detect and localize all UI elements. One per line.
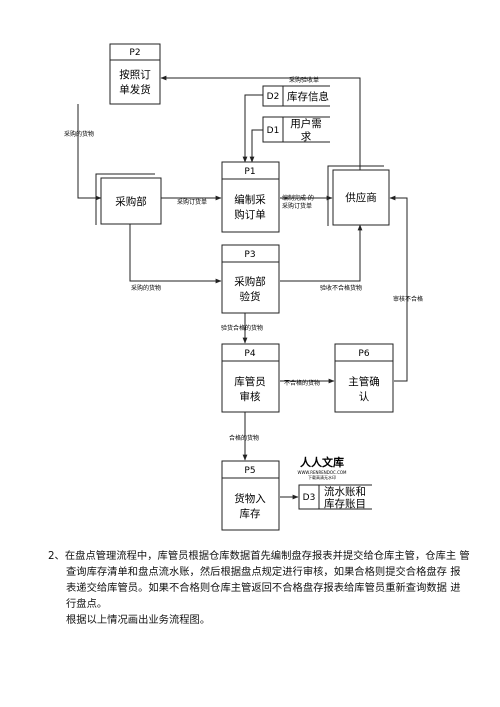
question-paragraph: 2、在盘点管理流程中，库管员根据仓库数据首先编制盘存报表并提交给仓库主管，仓库主… xyxy=(48,548,470,628)
process-p1-label: 编制采 xyxy=(234,193,266,206)
flow-purchasing-to-p3 xyxy=(129,224,222,284)
flow-p2-to-purchasing xyxy=(77,104,102,201)
process-p2-id: P2 xyxy=(129,48,140,58)
watermark-subtitle: WWW.RENRENDOC.COM xyxy=(298,470,348,475)
datastore-d2-id: D2 xyxy=(267,92,280,102)
flow-d2-to-p1 xyxy=(242,94,263,163)
datastore-d3-label: 流水账和 xyxy=(324,485,366,498)
question-instruction: 根据以上情况画出业务流程图。 xyxy=(66,614,211,626)
watermark-title: 人人文库 xyxy=(300,455,344,469)
question-line: 查询库存清单和盘点流水账，然后根据盘点规定进行审核，如果合格则提交合格盘存 报 xyxy=(66,566,461,578)
entity-supplier-label: 供应商 xyxy=(345,191,377,204)
datastore-d1-label: 用户需 xyxy=(290,117,322,130)
flow-label-qualified-goods: 合格的货物 xyxy=(229,434,259,442)
process-p2-label: 单发货 xyxy=(119,83,151,96)
flow-p3-to-supplier xyxy=(280,224,363,282)
process-p5-label: 库存 xyxy=(240,507,261,520)
process-p4: P4 库管员 审核 xyxy=(221,343,280,413)
process-p1-label: 购订单 xyxy=(234,208,266,221)
question-line: 表递交给库管员。如果不合格则仓库主管返回不合格盘存报表给库管员重新查询数据 进 xyxy=(66,582,461,594)
process-p2: P2 按照订 单发货 xyxy=(109,43,161,105)
process-p4-label: 库管员 xyxy=(234,375,266,388)
watermark-subtitle-2: 下载高清无水印 xyxy=(308,474,336,480)
process-p6: P6 主管确 认 xyxy=(334,343,394,413)
question-line: 2、在盘点管理流程中，库管员根据仓库数据首先编制盘存报表并提交给仓库主管，仓库主… xyxy=(48,550,470,562)
process-p2-label: 按照订 xyxy=(119,68,151,81)
flow-label-rejected-goods: 验收不合格货物 xyxy=(320,284,362,292)
process-p6-label: 主管确 xyxy=(348,375,380,388)
flow-supplier-to-p2 xyxy=(160,75,361,170)
flow-label-audit-failed: 审核不合格 xyxy=(393,295,423,303)
process-p6-label: 认 xyxy=(359,390,370,403)
watermark-logo: 人人文库 WWW.RENRENDOC.COM 下载高清无水印 xyxy=(298,455,348,480)
process-p5-id: P5 xyxy=(244,466,255,476)
process-p5-label: 货物入 xyxy=(234,492,266,505)
flow-label-completed-order: 编制完成 的 xyxy=(282,194,314,202)
entity-supplier: 供应商 xyxy=(327,165,390,226)
entity-purchasing-label: 采购部 xyxy=(115,195,147,208)
process-p3-label: 验货 xyxy=(240,290,261,303)
datastore-d3-id: D3 xyxy=(303,493,316,503)
process-p4-id: P4 xyxy=(244,349,255,359)
process-p3: P3 采购部 验货 xyxy=(221,244,280,314)
process-p3-label: 采购部 xyxy=(234,275,266,288)
flow-d1-to-p1 xyxy=(249,129,263,163)
flow-p6-to-supplier xyxy=(389,195,408,382)
datastore-d1: D1 用户需 求 xyxy=(262,116,330,143)
flow-label-unqualified-goods: 不合格的货物 xyxy=(284,379,320,387)
datastore-d1-id: D1 xyxy=(267,126,280,136)
flow-label-purchased-goods: 采购的货物 xyxy=(131,284,161,292)
flow-label-completed-order: 采购订货单 xyxy=(282,202,312,210)
process-p1-id: P1 xyxy=(244,167,255,177)
datastore-d1-label: 求 xyxy=(301,131,312,143)
process-p3-id: P3 xyxy=(244,250,255,260)
datastore-d2: D2 库存信息 xyxy=(262,85,330,107)
flow-label-inspected-goods: 验货合格的货物 xyxy=(221,324,263,332)
datastore-d2-label: 库存信息 xyxy=(287,90,329,103)
question-line: 行盘点。 xyxy=(66,598,108,610)
flow-label-purchase-order: 采购订货单 xyxy=(177,198,207,206)
datastore-d3: D3 流水账和 库存账目 xyxy=(298,484,372,510)
flow-label-receipt: 采购验收单 xyxy=(289,76,319,84)
datastore-d3-label: 库存账目 xyxy=(324,497,366,510)
process-p1: P1 编制采 购订单 xyxy=(221,161,280,233)
process-p4-label: 审核 xyxy=(240,390,261,403)
flow-label-purchase-goods-left: 采购的货物 xyxy=(64,130,94,138)
process-p5: P5 货物入 库存 xyxy=(221,460,280,531)
entity-purchasing: 采购部 xyxy=(95,173,162,225)
process-p6-id: P6 xyxy=(358,349,369,359)
